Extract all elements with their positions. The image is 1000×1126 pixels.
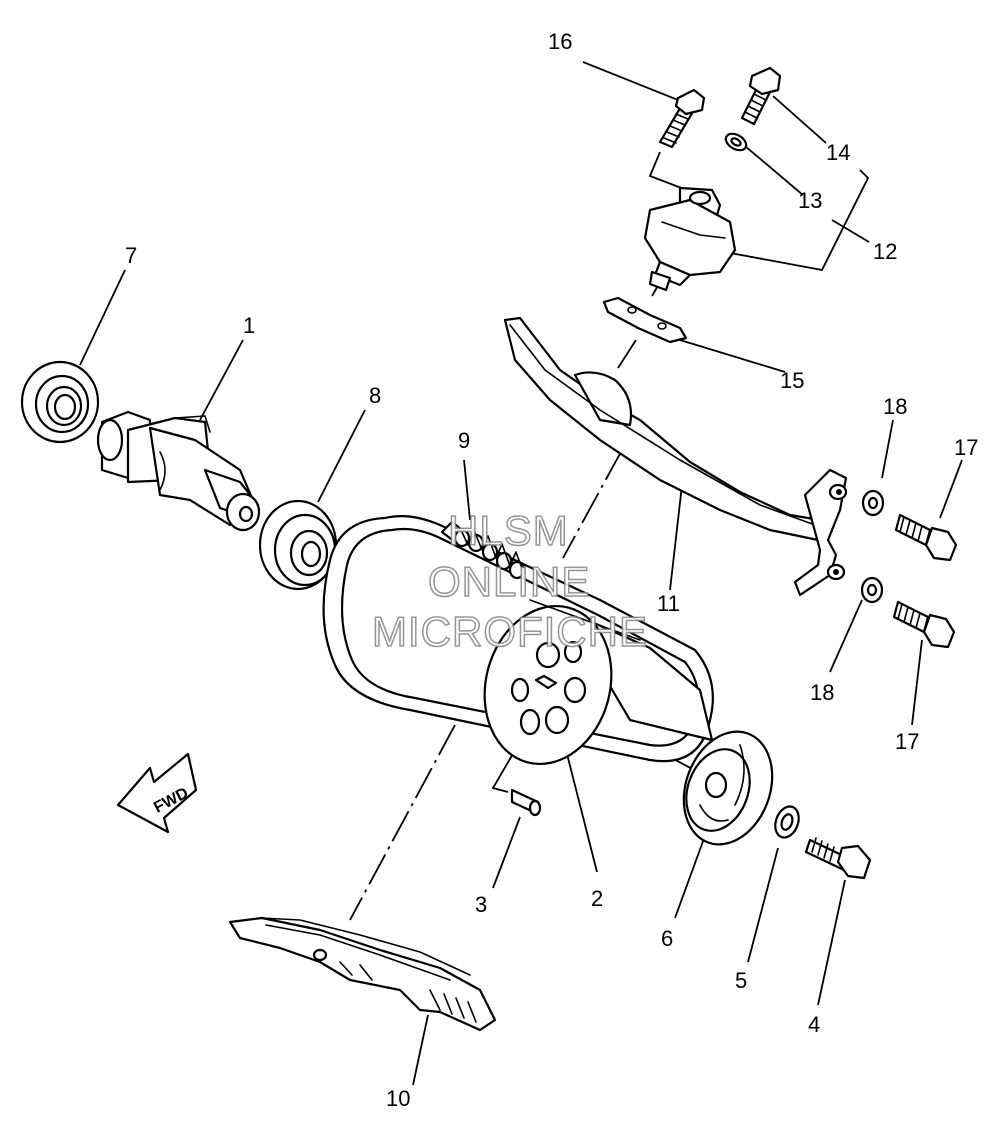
watermark-line-3: MICROFICHE	[372, 608, 648, 655]
callout-15: 15	[780, 368, 804, 393]
decompressor-plate	[682, 730, 774, 846]
bolt-guide-upper	[894, 513, 958, 562]
callout-5: 5	[735, 968, 747, 993]
callout-17-lower: 17	[895, 729, 919, 754]
watermark: HLSM ONLINE MICROFICHE	[371, 506, 648, 656]
callout-labels: 1 2 3 4 5 6 7 8 9 10 11 12 13 14 15 16 1…	[125, 29, 978, 1111]
callout-12: 12	[873, 239, 897, 264]
bearing-right	[258, 499, 338, 591]
bolt-tensioner-left	[658, 88, 706, 149]
callout-9: 9	[458, 428, 470, 453]
bolt-guide-lower	[892, 600, 956, 649]
callout-14: 14	[826, 140, 850, 165]
callout-3: 3	[475, 892, 487, 917]
callout-17-upper: 17	[954, 435, 978, 460]
callout-6: 6	[661, 926, 673, 951]
chain-guide-lower	[228, 916, 497, 1032]
callout-8: 8	[369, 383, 381, 408]
callout-16: 16	[548, 29, 572, 54]
callout-18-upper: 18	[883, 394, 907, 419]
callout-13: 13	[798, 188, 822, 213]
callout-2: 2	[591, 886, 603, 911]
callout-1: 1	[243, 313, 255, 338]
tensioner-washer	[724, 132, 748, 152]
callout-10: 10	[386, 1086, 410, 1111]
callout-4: 4	[808, 1012, 820, 1037]
callout-18-lower: 18	[810, 680, 834, 705]
callout-11: 11	[657, 591, 680, 616]
dowel-pin	[510, 788, 542, 817]
bearing-left	[20, 360, 100, 444]
bolt-tensioner-right	[740, 66, 782, 126]
washer-upper	[861, 489, 885, 517]
camshaft	[96, 410, 261, 532]
washer	[774, 805, 800, 839]
cam-sprocket	[483, 599, 714, 766]
bolt-sprocket	[804, 837, 872, 880]
forward-direction-arrow: FWD	[116, 752, 198, 834]
tensioner-gasket	[602, 296, 688, 344]
tensioner-body	[643, 186, 737, 292]
washer-lower	[860, 576, 884, 604]
callout-7: 7	[125, 243, 137, 268]
watermark-line-1: HLSM	[448, 507, 569, 554]
tensioner-guide	[503, 316, 848, 597]
watermark-line-2: ONLINE	[428, 558, 590, 605]
